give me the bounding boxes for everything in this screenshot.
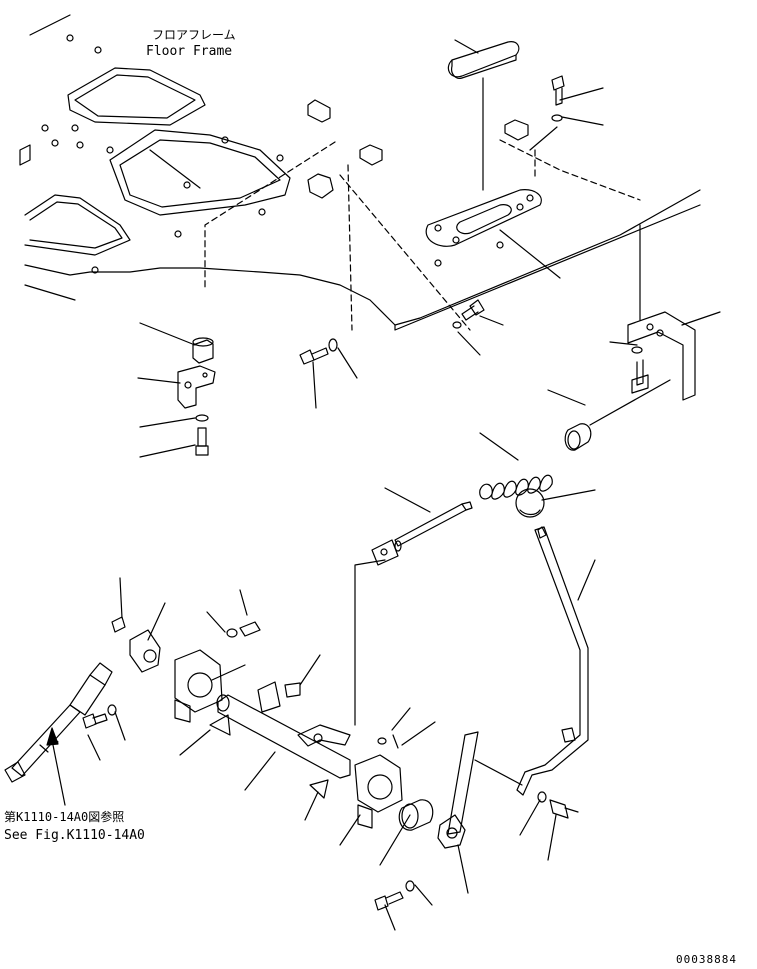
left-bushing xyxy=(192,337,214,364)
cable-assembly xyxy=(4,662,113,783)
drawing-number: 00038884 xyxy=(676,953,737,966)
control-rod xyxy=(371,501,473,566)
lever-rod xyxy=(516,526,589,796)
bolt-lower-right xyxy=(537,791,579,819)
bolt-lower-mid xyxy=(374,880,415,911)
floor-frame xyxy=(19,14,701,331)
bearing-housing-upper xyxy=(174,649,223,723)
bearing-housing-lower xyxy=(354,754,403,829)
cap xyxy=(564,423,592,451)
pin-clip xyxy=(377,734,399,749)
left-washer xyxy=(195,414,209,422)
knob xyxy=(515,488,545,518)
pedal-pad xyxy=(447,39,520,79)
lever-arm xyxy=(437,731,479,849)
floor-frame-label-en: Floor Frame xyxy=(146,44,233,59)
shaft xyxy=(216,681,351,779)
bracket-right xyxy=(627,311,696,401)
bolt-top-right xyxy=(551,75,565,122)
left-bolt xyxy=(195,427,209,456)
bolt-washer-left-low xyxy=(82,704,117,729)
spring xyxy=(479,474,553,500)
collar xyxy=(398,799,434,831)
middle-bolt-b xyxy=(452,299,485,329)
pedal-plate xyxy=(425,189,542,247)
bolt-upper-mid xyxy=(226,621,261,638)
key-lower xyxy=(309,779,329,799)
dashed-guides xyxy=(204,139,641,331)
reference-label-jp: 第K1110-14A0図参照 xyxy=(4,810,125,824)
left-clamp xyxy=(177,365,216,409)
leader-lines xyxy=(51,77,721,931)
cable-bracket xyxy=(111,616,161,673)
reference-label-en: See Fig.K1110-14A0 xyxy=(4,828,145,843)
key-upper xyxy=(209,714,231,736)
floor-frame-label-jp: フロアフレーム xyxy=(152,28,236,42)
middle-bolt-a xyxy=(299,338,338,365)
